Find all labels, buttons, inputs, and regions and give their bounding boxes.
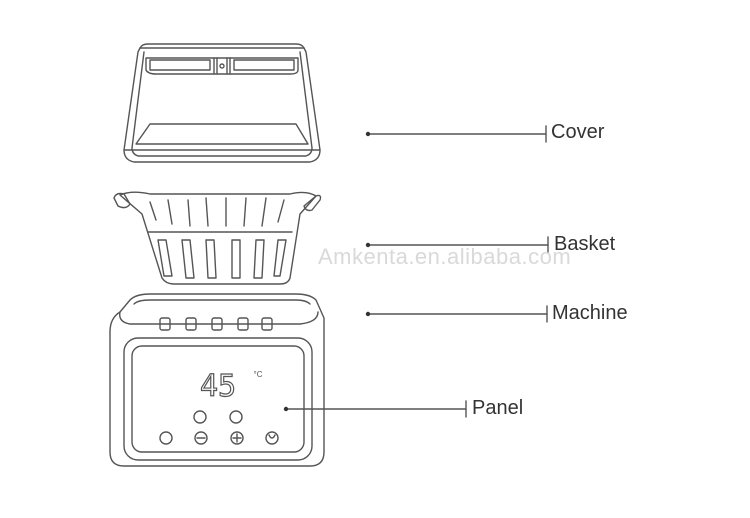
cover-part [123, 43, 321, 163]
watermark: Amkenta.en.alibaba.com [318, 244, 572, 269]
cover-callout-dot [365, 131, 371, 137]
label-cover: Cover [551, 121, 605, 143]
machine-callout-dot [365, 311, 371, 317]
temperature-unit: °C [254, 370, 263, 379]
label-machine: Machine [552, 302, 628, 324]
basket-callout-dot [365, 242, 371, 248]
machine-part [109, 293, 325, 467]
basket-part [113, 191, 322, 285]
temperature-display: 45 [200, 369, 236, 404]
panel-callout-dot [283, 406, 289, 412]
label-panel: Panel [472, 397, 524, 419]
label-basket: Basket [554, 233, 616, 255]
callout-lines [285, 125, 549, 418]
